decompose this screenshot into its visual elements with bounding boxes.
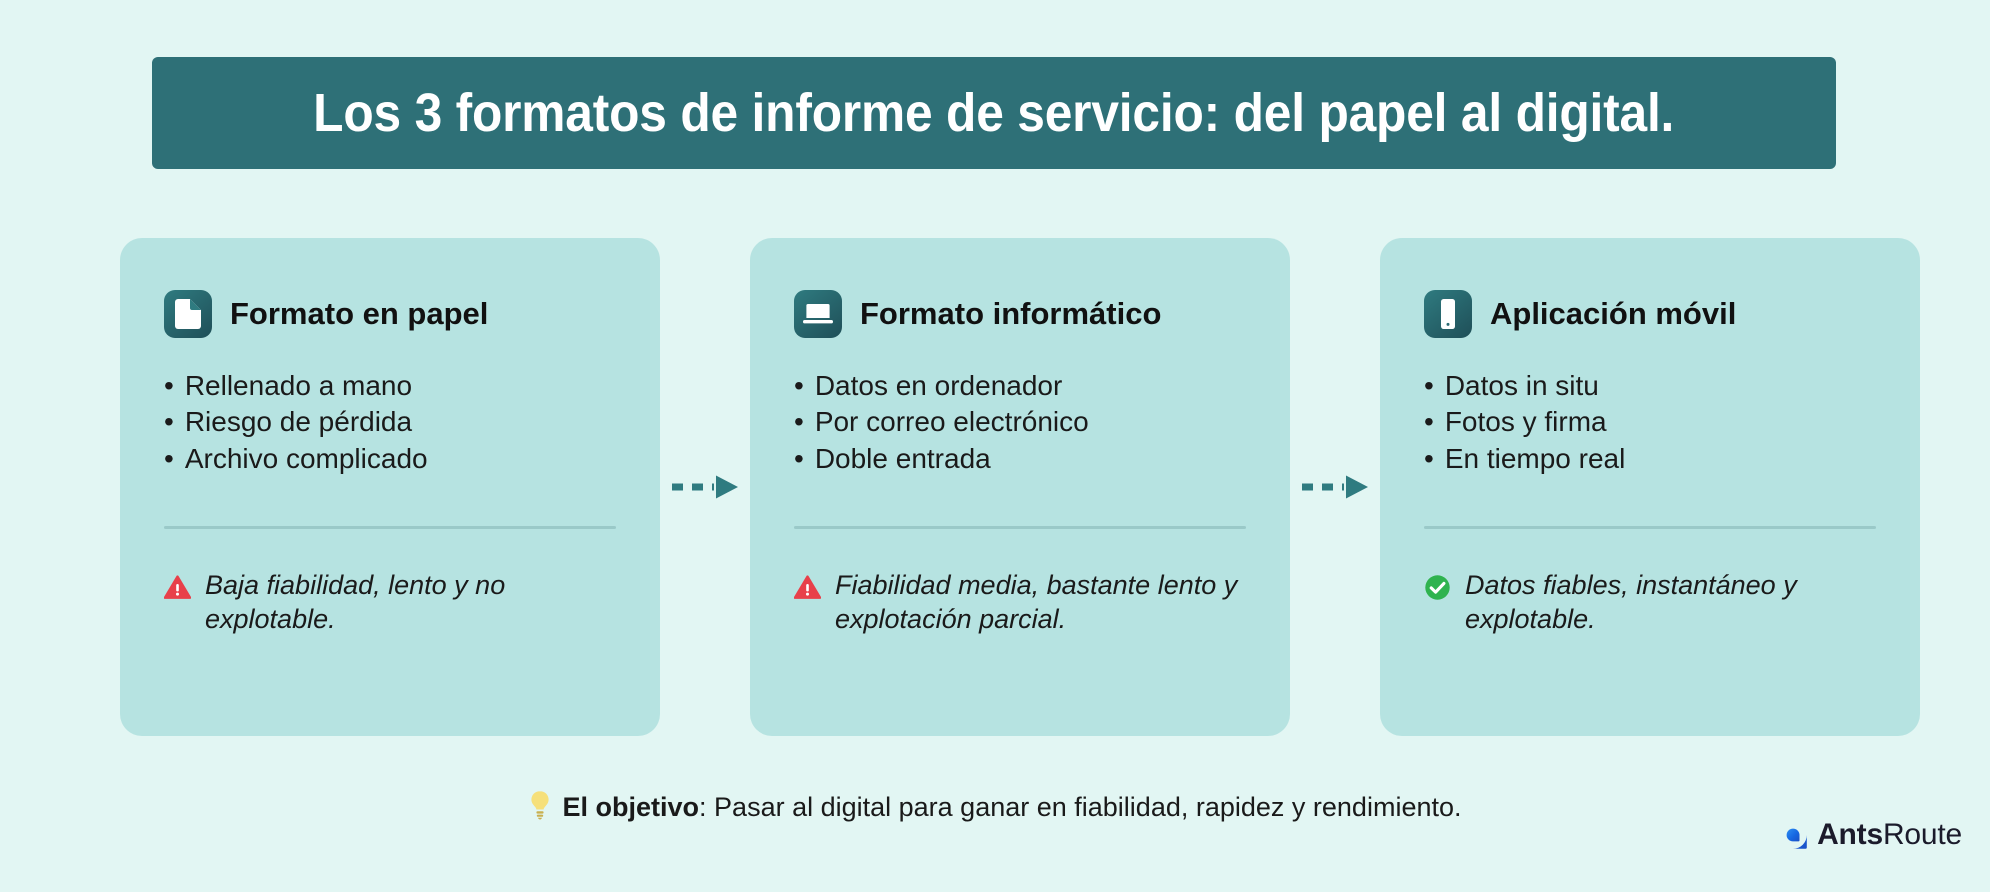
footer-objective: El objetivo: Pasar al digital para ganar… (0, 790, 1990, 825)
card-divider (794, 526, 1246, 529)
card-header: Aplicación móvil (1424, 290, 1876, 338)
footer-objective-body: Pasar al digital para ganar en fiabilida… (714, 792, 1462, 822)
card-verdict-text: Fiabilidad media, bastante lento y explo… (835, 570, 1238, 635)
bullet-glyph: • (794, 442, 804, 474)
card-formato-en-papel: Formato en papel • Rellenado a mano • Ries… (120, 238, 660, 736)
card-aplicacion-movil: Aplicación móvil • Datos in situ • Fotos y… (1380, 238, 1920, 736)
list-item: • Doble entrada (794, 441, 1246, 477)
footer-objective-text: El objetivo: Pasar al digital para ganar… (563, 792, 1462, 823)
card-divider (1424, 526, 1876, 529)
card-title: Formato en papel (230, 295, 489, 331)
lightbulb-icon (529, 790, 551, 825)
bullet-glyph: • (164, 370, 174, 401)
list-item: • Datos en ordenador (794, 368, 1246, 404)
card-title: Formato informático (860, 295, 1162, 331)
card-header: Formato en papel (164, 290, 616, 338)
card-divider (164, 526, 616, 529)
list-item-label: Riesgo de pérdida (184, 406, 413, 438)
list-item-label: Rellenado a mano (184, 370, 413, 401)
antsroute-wordmark: AntsRoute (1817, 818, 1962, 852)
bullet-glyph: • (1424, 370, 1434, 401)
list-item-label: Datos en ordenador (814, 370, 1063, 401)
page-title: Los 3 formatos de informe de servicio: d… (313, 83, 1675, 143)
dashed-arrow-right-icon (1290, 238, 1380, 736)
card-verdict: Datos fiables, instantáneo y explotable. (1424, 568, 1890, 637)
footer-objective-label: El objetivo (562, 792, 700, 822)
warning-triangle-icon (164, 574, 191, 601)
bullet-glyph: • (164, 442, 174, 474)
list-item-label: Fotos y firma (1444, 406, 1607, 438)
card-bullet-list: • Datos en ordenador • Por correo electrón… (794, 368, 1246, 477)
list-item-label: Por correo electrónico (814, 406, 1089, 438)
logo-name-strong: Ants (1817, 818, 1883, 851)
card-verdict-text: Baja fiabilidad, lento y no explotable. (205, 570, 506, 635)
list-item-label: Doble entrada (814, 442, 991, 474)
list-item: • Archivo complicado (164, 441, 616, 477)
list-item-label: Datos in situ (1444, 370, 1599, 401)
list-item: • Datos in situ (1424, 368, 1876, 404)
laptop-icon (794, 290, 842, 338)
list-item: • Rellenado a mano (164, 368, 616, 404)
card-bullet-list: • Rellenado a mano • Riesgo de pérdida • Ar… (164, 368, 616, 477)
list-item: • Por correo electrónico (794, 404, 1246, 440)
footer-separator: : (699, 792, 715, 822)
card-verdict-text: Datos fiables, instantáneo y explotable. (1465, 570, 1797, 635)
list-item-label: En tiempo real (1444, 442, 1626, 474)
list-item: • Riesgo de pérdida (164, 404, 616, 440)
antsroute-logo: AntsRoute (1778, 818, 1962, 852)
card-verdict: Baja fiabilidad, lento y no explotable. (164, 568, 630, 637)
antsroute-mark-icon (1778, 820, 1808, 850)
card-formato-informatico: Formato informático • Datos en ordenador … (750, 238, 1290, 736)
check-circle-icon (1424, 574, 1451, 601)
bullet-glyph: • (794, 370, 804, 401)
cards-row: Formato en papel • Rellenado a mano • Ries… (120, 238, 1920, 736)
dashed-arrow-right-icon (660, 238, 750, 736)
list-item: • En tiempo real (1424, 441, 1876, 477)
card-header: Formato informático (794, 290, 1246, 338)
bullet-glyph: • (794, 406, 804, 438)
card-bullet-list: • Datos in situ • Fotos y firma • En tiempo… (1424, 368, 1876, 477)
bullet-glyph: • (1424, 406, 1434, 438)
logo-name-regular: Route (1882, 818, 1962, 851)
bullet-glyph: • (164, 406, 174, 438)
warning-triangle-icon (794, 574, 821, 601)
list-item-label: Archivo complicado (184, 442, 428, 474)
card-verdict: Fiabilidad media, bastante lento y explo… (794, 568, 1260, 637)
mobile-phone-icon (1424, 290, 1472, 338)
card-title: Aplicación móvil (1490, 295, 1737, 331)
title-banner: Los 3 formatos de informe de servicio: d… (152, 57, 1836, 169)
bullet-glyph: • (1424, 442, 1434, 474)
document-icon (164, 290, 212, 338)
list-item: • Fotos y firma (1424, 404, 1876, 440)
